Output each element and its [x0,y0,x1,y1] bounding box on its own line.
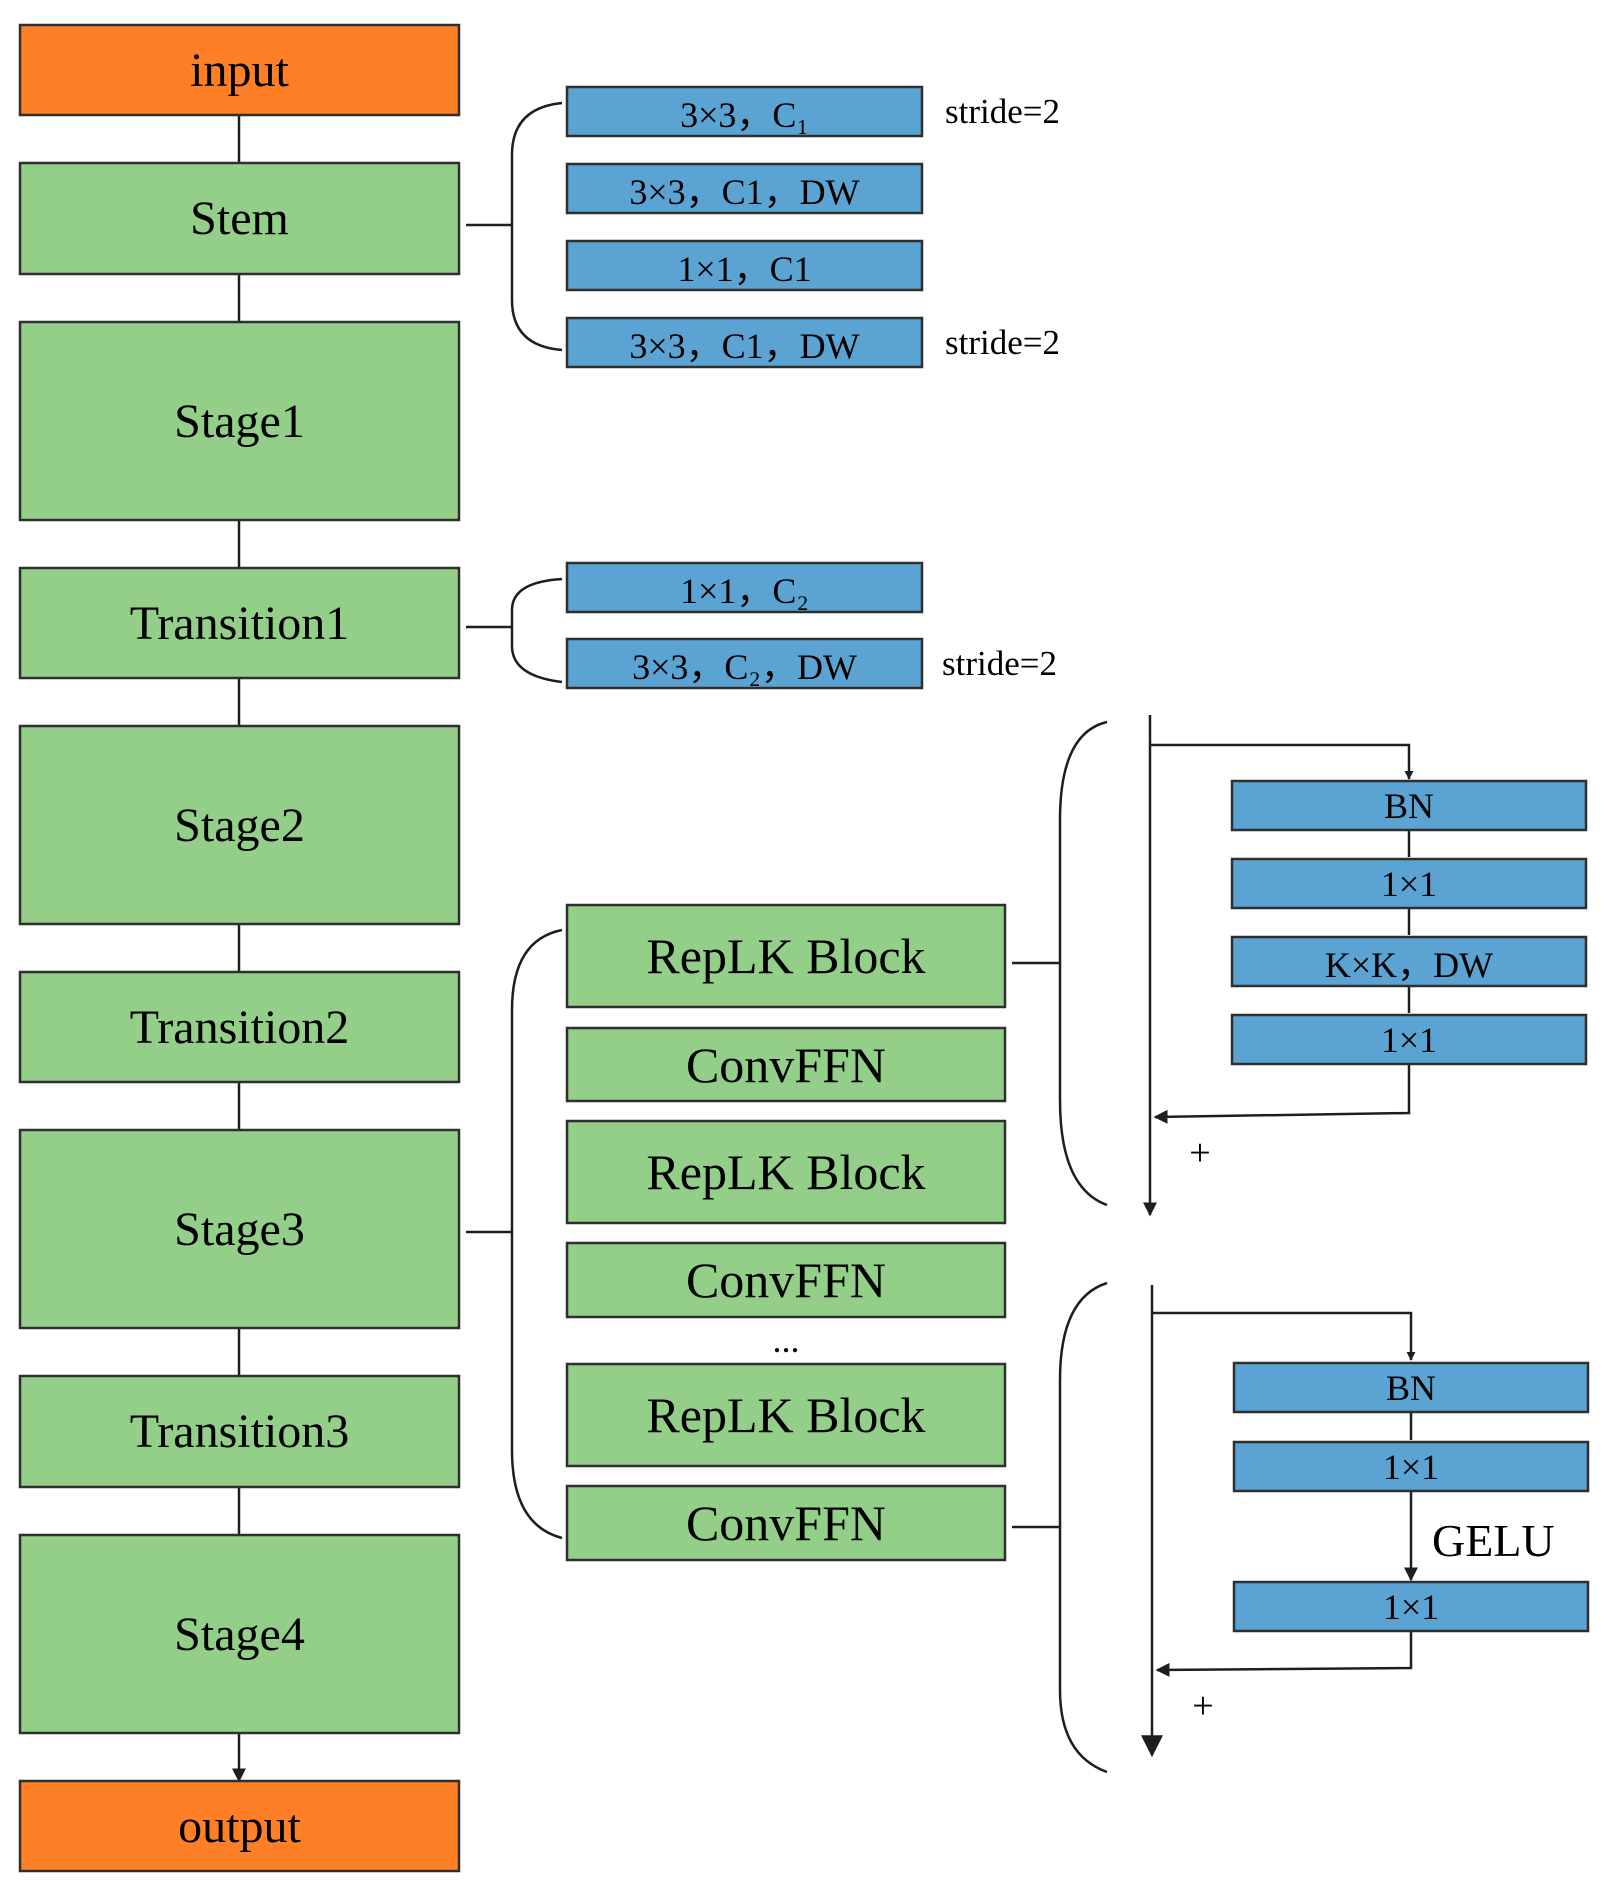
stage4-label: Stage4 [174,1607,305,1661]
transition1-box [18,566,461,680]
replk-conv-2-label: 1×1 [1380,1019,1438,1060]
transition3-label: Transition3 [129,1405,350,1458]
stem-stride-2: stride=2 [945,322,1060,362]
convffn-2 [565,1241,1007,1319]
convffn-2-label: ConvFFN [685,1252,887,1308]
input-box [18,23,461,117]
stage3-detail-boxes [565,903,1007,1562]
stage2-box [18,724,461,926]
convffn-detail-flow [1141,1285,1418,1758]
convffn-1-label: ConvFFN [685,1036,887,1093]
replk-conv-1-label: 1×1 [1380,863,1438,904]
transition-layer-1 [565,561,924,614]
replk-block-3 [565,1362,1007,1468]
stem-detail-connector [466,101,563,352]
stem-layer-3 [565,239,924,292]
replk-block-2-label: RepLK Block [646,1144,926,1200]
replk-bn [1230,779,1588,832]
replk-block-3-label: RepLK Block [646,1387,926,1443]
ellipsis-label: ... [772,1320,800,1360]
stage4-box [18,1533,461,1735]
replk-block-1-label: RepLK Block [646,928,926,984]
transition2-label: Transition2 [129,1000,350,1054]
convffn-add-symbol: + [1192,1685,1214,1727]
stage1-label: Stage1 [174,394,305,448]
convffn-3 [565,1484,1007,1562]
transition-stride: stride=2 [942,643,1057,683]
output-label: output [178,1799,301,1853]
convffn-detail-connector [1012,1281,1108,1774]
output-box [18,1779,461,1873]
convffn-conv-1-label: 1×1 [1382,1446,1440,1487]
main-path-boxes [18,23,461,1873]
transition1-detail-boxes [565,561,924,690]
replk-dw-conv [1230,935,1588,988]
replk-add-symbol: + [1189,1132,1211,1174]
stem-stride-1: stride=2 [945,91,1060,131]
stem-layer-1-label: 3×3，C₁ [680,94,809,135]
replk-conv-1 [1230,857,1588,910]
convffn-bn-label: BN [1385,1367,1436,1408]
stem-layer-4-label: 3×3，C1，DW [629,325,860,366]
convffn-conv-2-label: 1×1 [1382,1586,1440,1627]
stem-layer-2 [565,162,924,215]
replk-conv-2 [1230,1013,1588,1066]
convffn-3-label: ConvFFN [685,1495,887,1551]
convffn-bn [1232,1361,1590,1414]
transition1-detail-connector [466,577,563,684]
stem-layer-4 [565,316,924,369]
convffn-1 [565,1026,1007,1103]
replk-block-1 [565,903,1007,1009]
replk-detail-connector [1012,720,1108,1207]
gelu-label: GELU [1432,1514,1555,1566]
replk-block-2 [565,1119,1007,1225]
convffn-detail-boxes [1232,1361,1590,1633]
stem-layer-2-label: 3×3，C1，DW [629,171,860,212]
stage3-box [18,1128,461,1330]
transition-layer-1-label: 1×1，C₂ [680,570,809,611]
stage3-label: Stage3 [174,1202,305,1256]
replk-detail-boxes [1230,779,1588,1066]
replk-dw-conv-label: K×K，DW [1324,944,1494,985]
stem-layer-3-label: 1×1，C1 [677,248,812,289]
stem-box [18,161,461,276]
stage1-box [18,320,461,522]
replk-detail-flow [1143,715,1414,1217]
convffn-conv-2 [1232,1580,1590,1633]
stem-detail-boxes [565,85,924,369]
transition2-box [18,970,461,1084]
replk-bn-label: BN [1383,785,1434,826]
input-label: input [190,43,289,97]
transition-layer-2-label: 3×3，C₂，DW [632,646,857,687]
transition3-box [18,1374,461,1489]
transition-layer-2 [565,637,924,690]
stage3-detail-connector [466,928,563,1540]
transition1-label: Transition1 [129,596,350,650]
stage2-label: Stage2 [174,798,305,852]
stem-label: Stem [190,192,289,245]
convffn-conv-1 [1232,1440,1590,1493]
stem-layer-1 [565,85,924,138]
